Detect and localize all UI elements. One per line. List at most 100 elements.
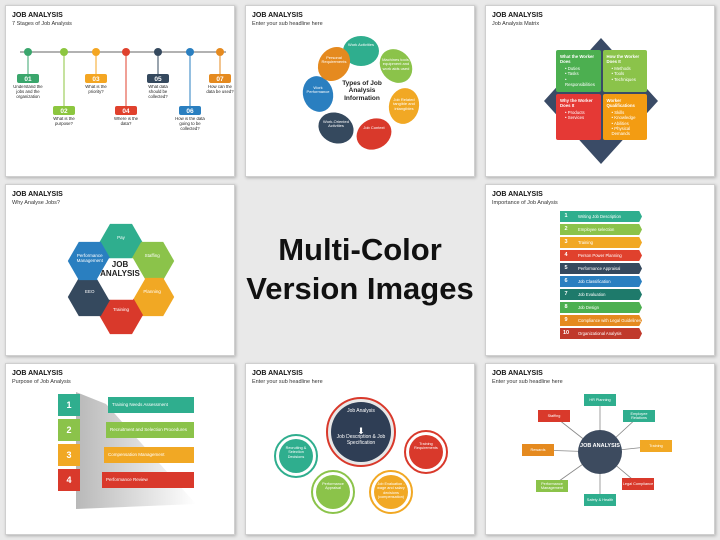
hexagon-label: Performance Management bbox=[77, 253, 103, 263]
outer-circle-label: Job Evaluation - wage and salary decisio… bbox=[377, 482, 405, 499]
matrix-quadrant-item: • Tasks bbox=[565, 71, 579, 77]
hexagon-label: Planning bbox=[143, 289, 161, 294]
importance-label: Job Design bbox=[572, 302, 642, 313]
slide-subtitle: Enter your sub headline here bbox=[252, 21, 323, 27]
petal-label: Work Activities bbox=[348, 43, 374, 47]
center-title-line2: Version Images bbox=[246, 271, 474, 306]
petal-center-label: Types of Job Analysis Information bbox=[342, 80, 382, 102]
hexagon-label: Training bbox=[113, 307, 129, 312]
circle-bottom-label: Job Description & Job Specification bbox=[336, 434, 386, 446]
hub-box-label: Legal Compliance bbox=[623, 482, 653, 486]
slide-thumbnail-seven-stages[interactable]: JOB ANALYSIS 7 Stages of Job Analysis 01… bbox=[5, 5, 235, 177]
importance-number: 4 bbox=[560, 250, 572, 261]
outer-circle bbox=[279, 439, 313, 473]
petal-label: Personal Requirements bbox=[322, 56, 347, 64]
purpose-label: Performance Review bbox=[102, 472, 194, 488]
importance-number: 5 bbox=[560, 263, 572, 274]
stage-node bbox=[154, 48, 162, 56]
purpose-label: Recruitment and Selection Procedures bbox=[106, 422, 194, 438]
slide-thumbnail-hub[interactable]: JOB ANALYSIS Enter your sub headline her… bbox=[485, 363, 715, 535]
slide-title: JOB ANALYSIS bbox=[492, 12, 543, 19]
petal bbox=[318, 112, 354, 144]
matrix-quadrant-head: What the Worker Does bbox=[560, 54, 595, 65]
stage-number-tab bbox=[179, 106, 201, 115]
importance-number: 2 bbox=[560, 224, 572, 235]
slide-subtitle: Importance of Job Analysis bbox=[492, 200, 558, 206]
stage-number-tab bbox=[209, 74, 231, 83]
hub-box bbox=[640, 440, 672, 452]
matrix-quadrant: Why the Worker Does It• Products• Servic… bbox=[556, 93, 601, 140]
importance-label: Performance Appraisal bbox=[572, 263, 642, 274]
stage-number-tab bbox=[17, 74, 39, 83]
importance-number: 7 bbox=[560, 289, 572, 300]
outer-circle bbox=[409, 435, 443, 469]
hub-box-label: Training bbox=[649, 444, 663, 448]
slide-thumbnail-importance[interactable]: JOB ANALYSIS Importance of Job Analysis … bbox=[485, 184, 715, 356]
petal bbox=[302, 76, 334, 112]
slide-title: JOB ANALYSIS bbox=[252, 12, 303, 19]
slide-thumbnail-matrix[interactable]: JOB ANALYSIS Job Analysis Matrix What th… bbox=[485, 5, 715, 177]
slide-title: JOB ANALYSIS bbox=[252, 370, 303, 377]
matrix-quadrant: What the Worker Does• Duties• Tasks• Res… bbox=[556, 50, 601, 92]
importance-number: 6 bbox=[560, 276, 572, 287]
outer-circle-label: Training Requirements bbox=[414, 442, 438, 450]
matrix-quadrant-head: Why the Worker Does It bbox=[560, 97, 593, 109]
slide-title: JOB ANALYSIS bbox=[492, 370, 543, 377]
hub-box bbox=[584, 394, 616, 406]
hexagon-label: Pay bbox=[117, 235, 125, 240]
importance-number: 10 bbox=[560, 328, 572, 339]
center-title-line1: Multi-Color bbox=[278, 232, 442, 268]
hex-center bbox=[97, 258, 145, 300]
petal-center bbox=[339, 74, 383, 118]
hexagon-label: Staffing bbox=[145, 253, 160, 258]
matrix-quadrant-head: Worker Qualifications bbox=[606, 97, 635, 109]
petal bbox=[379, 49, 413, 83]
hub-center-label: JOB ANALYSIS bbox=[580, 443, 620, 449]
matrix-quadrant-item: • Services bbox=[565, 115, 585, 121]
importance-label: Training bbox=[572, 237, 642, 248]
outer-circle-label: Performance Appraisal bbox=[322, 482, 344, 490]
hub-box bbox=[584, 494, 616, 506]
matrix-quadrant-item: • Methods bbox=[611, 66, 631, 72]
hub-box bbox=[538, 410, 570, 422]
slide-thumbnail-types-info[interactable]: JOB ANALYSIS Enter your sub headline her… bbox=[245, 5, 475, 177]
stage-node bbox=[122, 48, 130, 56]
stage-text: What is the priority? bbox=[85, 85, 107, 94]
petal-label: Machines tools, equipment and work aids … bbox=[382, 58, 410, 71]
hub-box bbox=[522, 444, 554, 456]
stage-number-tab bbox=[147, 74, 169, 83]
matrix-quadrant-item: • Tools bbox=[611, 71, 625, 77]
slide-subtitle: Job Analysis Matrix bbox=[492, 21, 540, 27]
hub-center-circle bbox=[578, 430, 622, 474]
slide-thumbnail-circles[interactable]: JOB ANALYSIS Enter your sub headline her… bbox=[245, 363, 475, 535]
stage-text: Understand the jobs and the organization bbox=[13, 85, 42, 99]
matrix-quadrant-item: • Responsibilities bbox=[565, 76, 595, 87]
hexagon bbox=[130, 241, 175, 281]
slide-subtitle: 7 Stages of Job Analysis bbox=[12, 21, 72, 27]
importance-number: 1 bbox=[560, 211, 572, 222]
stage-text: How can the data be used? bbox=[206, 85, 233, 94]
matrix-quadrant-item: • Products bbox=[565, 110, 585, 116]
purpose-label: Compensation Management bbox=[104, 447, 194, 463]
importance-number: 3 bbox=[560, 237, 572, 248]
importance-label: Employee selection bbox=[572, 224, 642, 235]
petal-label: Job Context bbox=[363, 126, 384, 130]
stage-node bbox=[92, 48, 100, 56]
outer-circle bbox=[374, 475, 408, 509]
petal bbox=[388, 88, 420, 124]
stage-number: 05 bbox=[154, 76, 162, 83]
hub-box bbox=[536, 480, 568, 492]
hexagon bbox=[130, 277, 175, 317]
hexagon-ring: PayStaffingPlanningTrainingEEOPerformanc… bbox=[67, 223, 175, 335]
slide-title: JOB ANALYSIS bbox=[12, 370, 63, 377]
